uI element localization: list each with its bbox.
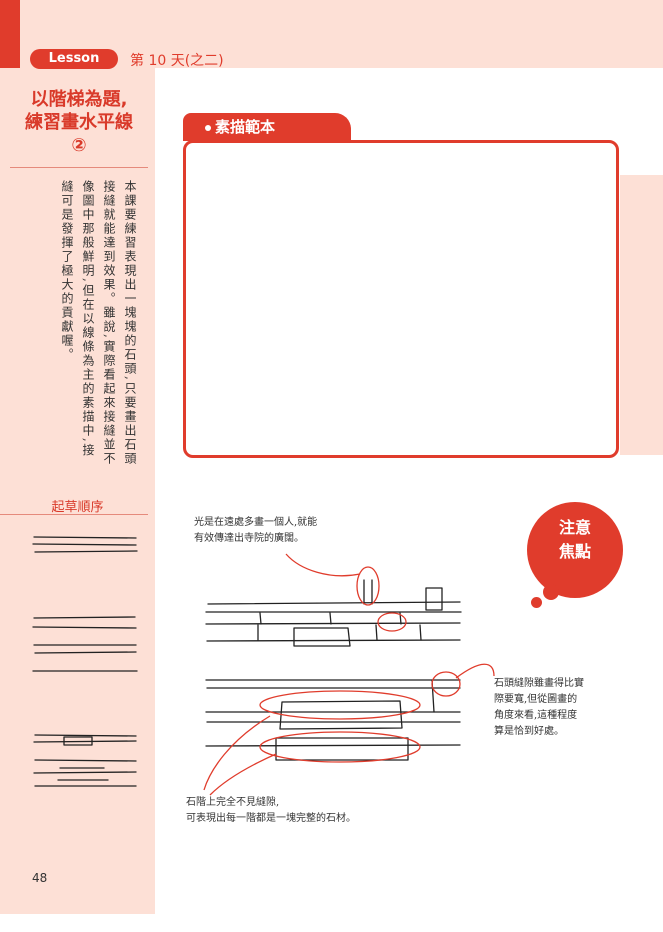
bubble-dot [543,584,559,600]
divider [10,167,148,168]
focus-gap-circle [377,612,407,632]
sketch-focus [205,579,462,761]
lesson-day-label: 第 10 天(之二) [130,53,224,69]
note-top: 光是在遠處多畫一個人,就能 有效傳達出寺院的廣闊。 [194,515,394,547]
draft-divider [0,514,148,515]
page-number: 48 [32,871,48,885]
sketch-panel-title: 素描範本 [215,118,276,136]
focus-step-lower-circle [259,731,421,763]
note-bottom-line-2: 可表現出每一階都是一塊完整的石材。 [186,813,356,824]
focus-bubble: 注意 焦點 [527,502,623,598]
note-right-line-4: 算是恰到好處。 [494,726,564,737]
sketch-panel [183,140,619,458]
sketch-panel-tab: 素描範本 [183,113,351,141]
bubble-dot [531,597,542,608]
right-band [620,175,663,455]
note-bottom: 石階上完全不見縫隙, 可表現出每一階都是一塊完整的石材。 [186,795,406,827]
focus-person-circle [356,566,380,606]
bullet-dot [205,124,211,131]
note-top-line-2: 有效傳達出寺院的廣闊。 [194,533,304,544]
title-line-2: 練習畫水平線 [25,112,133,133]
focus-bubble-line-2: 焦點 [558,542,591,561]
note-right-line-2: 際要寬,但從圖畫的 [494,694,578,705]
focus-seam-circle [431,671,461,697]
title-line-3: ② [71,135,87,156]
draft-step-3 [33,734,137,787]
corner-tab [0,0,20,68]
draft-step-2 [32,616,138,672]
note-right-line-3: 角度來看,這種程度 [494,710,578,721]
focus-bubble-line-1: 注意 [558,518,591,537]
lesson-badge: Lesson [30,49,118,69]
note-top-line-1: 光是在遠處多畫一個人,就能 [194,517,318,528]
note-right-line-1: 石頭縫隙雖畫得比實 [494,678,584,689]
draft-order-label: 起草順序 [51,500,104,515]
note-bottom-line-1: 石階上完全不見縫隙, [186,797,280,808]
lesson-body-text: 本課要練習表現出一塊塊的石頭,只要畫出石頭接縫就能達到效果。雖說,實際看起來接縫… [60,180,137,466]
page-title: 以階梯為題, 練習畫水平線 ② [10,88,148,157]
note-right: 石頭縫隙雖畫得比實 際要寬,但從圖畫的 角度來看,這種程度 算是恰到好處。 [494,676,624,740]
draft-step-1 [32,536,138,553]
title-line-1: 以階梯為題, [30,89,128,110]
focus-step-upper-circle [259,690,421,720]
